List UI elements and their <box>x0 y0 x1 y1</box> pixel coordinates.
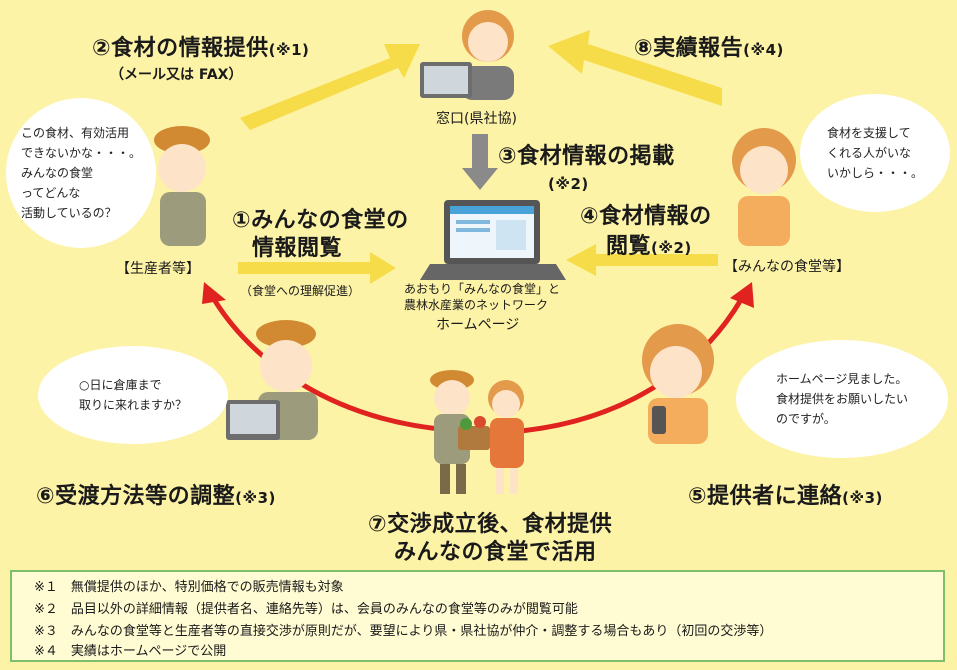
step4-title-line1: ④食材情報の <box>580 204 712 229</box>
producer-thought-bubble: この食材、有効活用 できないかな・・・。 みんなの食堂 ってどんな 活動している… <box>6 98 156 248</box>
step2-label: ②食材の情報提供(※1) <box>92 30 309 62</box>
footnote-1: ※１ 無償提供のほか、特別価格での販売情報も対象 <box>34 580 344 595</box>
footnotes-box: ※１ 無償提供のほか、特別価格での販売情報も対象 ※２ 品目以外の詳細情報（提供… <box>10 570 945 662</box>
cafeteria-woman-illustration <box>732 128 796 246</box>
arrow-negotiation-right-head <box>730 282 754 308</box>
step7-line2: みんなの食堂で活用 <box>394 540 597 565</box>
step8-title: ⑧実績報告 <box>634 36 744 61</box>
step8-note: (※4) <box>743 41 784 59</box>
step1-title-line2: 情報閲覧 <box>252 236 343 261</box>
step1-sub: （食堂への理解促進） <box>240 284 361 298</box>
step3-note: (※2) <box>548 175 589 193</box>
handover-illustration <box>430 370 524 494</box>
cafeteria-thought-bubble: 食材を支援して くれる人がいな いかしら・・・。 <box>800 94 950 212</box>
footnote-4: ※４ 実績はホームページで公開 <box>34 644 227 659</box>
producer-thought-text: この食材、有効活用 できないかな・・・。 みんなの食堂 ってどんな 活動している… <box>20 126 141 220</box>
footnote-3: ※３ みんなの食堂等と生産者等の直接交渉が原則だが、要望により県・県社協が仲介・… <box>34 624 773 639</box>
step5-title: ⑤提供者に連絡 <box>688 484 843 509</box>
cafeteria-phone-illustration <box>642 324 714 444</box>
arrow-browse-cafeteria <box>238 252 396 284</box>
arrow-info-provide <box>240 44 420 130</box>
step2-note: (※1) <box>268 41 310 59</box>
arrow-post-info <box>462 134 498 190</box>
homepage-laptop-icon <box>420 200 566 280</box>
producer-laptop-illustration <box>226 320 318 440</box>
step6-title: ⑥受渡方法等の調整 <box>36 484 236 509</box>
homepage-line2: 農林水産業のネットワーク <box>404 298 549 312</box>
step2-sub: （メール又は FAX） <box>110 67 243 83</box>
step3-title: ③食材情報の掲載 <box>498 144 675 169</box>
producer-reply-bubble: ○日に倉庫まで 取りに来れますか？ <box>38 346 228 444</box>
step2-title: ②食材の情報提供 <box>92 36 269 61</box>
producer-illustration <box>154 126 210 246</box>
step4-note: (※2) <box>651 239 692 257</box>
step6-note: (※3) <box>235 489 276 507</box>
cafeteria-thought-text: 食材を支援して くれる人がいな いかしら・・・。 <box>826 126 923 180</box>
producer-reply-text: ○日に倉庫まで 取りに来れますか？ <box>78 378 187 412</box>
arrow-negotiation-right <box>507 296 745 435</box>
cafeteria-contact-bubble: ホームページ見ました。 食材提供をお願いしたい のですが。 <box>736 340 948 458</box>
cafeteria-contact-text: ホームページ見ました。 食材提供をお願いしたい のですが。 <box>775 372 908 426</box>
arrow-browse-food <box>566 244 718 276</box>
step6-label: ⑥受渡方法等の調整(※3) <box>36 478 276 510</box>
arrow-negotiation-left-head <box>202 282 226 304</box>
homepage-line3: ホームページ <box>436 317 520 333</box>
step7-line1: ⑦交渉成立後、食材提供 <box>368 512 613 537</box>
window-label: 窓口(県社協) <box>436 111 517 127</box>
step4-title-line2: 閲覧(※2) <box>606 234 692 259</box>
window-staff-illustration <box>420 10 514 100</box>
arrow-report <box>548 30 722 106</box>
step8-label: ⑧実績報告(※4) <box>634 30 784 62</box>
step5-note: (※3) <box>842 489 883 507</box>
homepage-line1: あおもり「みんなの食堂」と <box>404 282 561 296</box>
producer-label: 【生産者等】 <box>116 261 200 277</box>
footnote-2: ※２ 品目以外の詳細情報（提供者名、連絡先等）は、会員のみんなの食堂等のみが閲覧… <box>34 602 578 617</box>
cafeteria-label: 【みんなの食堂等】 <box>724 259 850 275</box>
step1-title-line1: ①みんなの食堂の <box>232 208 409 233</box>
step5-label: ⑤提供者に連絡(※3) <box>688 478 883 510</box>
